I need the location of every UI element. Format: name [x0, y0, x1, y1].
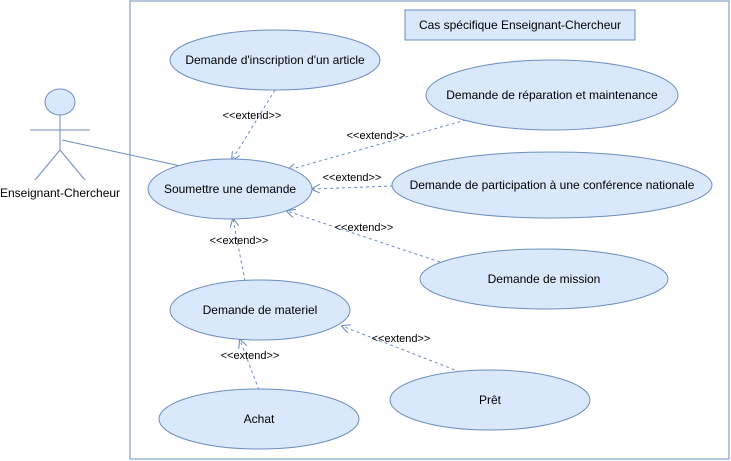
use-case-inscription[interactable]: Demande d'inscription d'un article [169, 29, 381, 91]
use-case-label: Soumettre une demande [164, 182, 296, 196]
extend-reparation-line [288, 119, 467, 170]
extend-labels: <<extend>> <<extend>> <<extend>> <<exten… [210, 110, 431, 362]
association-line [61, 139, 186, 168]
actor-right-leg [59, 149, 86, 181]
use-case-pret[interactable]: Prêt [389, 369, 591, 431]
use-case-label: Prêt [479, 393, 502, 407]
actor-enseignant-chercheur[interactable] [30, 88, 90, 181]
use-case-label: Achat [244, 412, 275, 426]
use-case-label: Demande d'inscription d'un article [185, 53, 365, 67]
use-case-conference[interactable]: Demande de participation à une conférenc… [391, 151, 713, 219]
system-title-text: Cas spécifique Enseignant-Chercheur [419, 18, 621, 32]
use-case-materiel[interactable]: Demande de materiel [169, 279, 351, 341]
actor-left-leg [34, 149, 61, 181]
extend-label: <<extend>> [347, 130, 406, 142]
extend-label: <<extend>> [223, 110, 282, 122]
extend-mission-line [287, 211, 441, 263]
extend-inscription-line [232, 89, 276, 160]
extend-dependencies [232, 89, 467, 391]
extend-label: <<extend>> [210, 235, 269, 247]
use-cases: Demande d'inscription d'un article Deman… [147, 29, 713, 450]
extend-achat-line [240, 340, 260, 391]
extend-label: <<extend>> [372, 333, 431, 345]
use-case-label: Demande de participation à une conférenc… [410, 178, 695, 192]
extend-label: <<extend>> [335, 222, 394, 234]
extend-label: <<extend>> [323, 172, 382, 184]
extend-conference-line [312, 186, 394, 189]
use-case-achat[interactable]: Achat [158, 388, 360, 450]
use-case-reparation[interactable]: Demande de réparation et maintenance [425, 59, 679, 131]
extend-label: <<extend>> [221, 350, 280, 362]
use-case-mission[interactable]: Demande de mission [419, 248, 669, 310]
actor-label: Enseignant-Chercheur [0, 186, 120, 200]
use-case-label: Demande de mission [488, 272, 601, 286]
actor-head [44, 88, 76, 116]
use-case-label: Demande de réparation et maintenance [446, 88, 658, 102]
use-case-soumettre[interactable]: Soumettre une demande [147, 158, 313, 220]
system-title: Cas spécifique Enseignant-Chercheur [404, 9, 636, 41]
extend-materiel-line [233, 219, 246, 282]
use-case-label: Demande de materiel [203, 303, 318, 317]
